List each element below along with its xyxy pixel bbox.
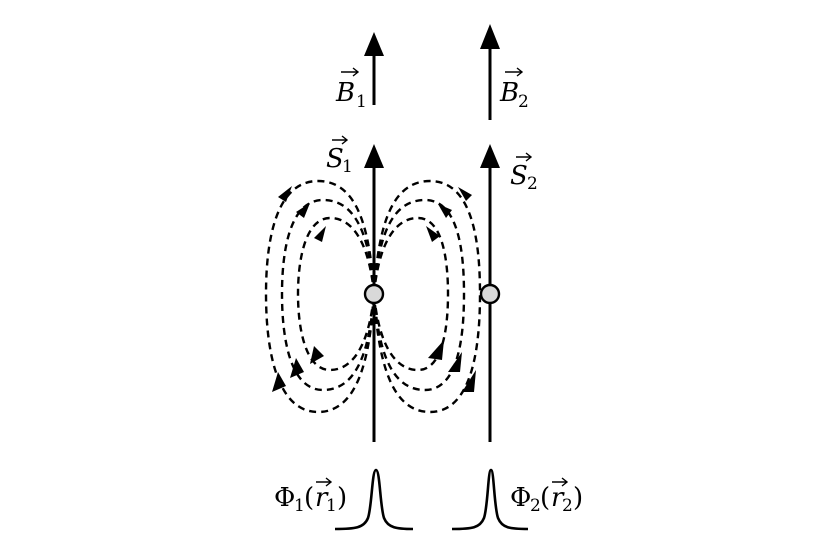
svg-text:r: r bbox=[551, 483, 565, 513]
field-loop-left-outer bbox=[264, 179, 376, 414]
field-arrow-left-bottom-middle bbox=[290, 358, 304, 378]
svg-text:B: B bbox=[335, 78, 355, 108]
field-loop-right-middle bbox=[372, 198, 466, 392]
field-loop-right-inner bbox=[372, 216, 450, 372]
field-arrow-left-top-inner bbox=[314, 226, 326, 242]
svg-text:2: 2 bbox=[562, 496, 573, 516]
field-arrow-left-bottom-inner bbox=[310, 346, 324, 364]
phi2-label: Φ 2 ( r 2 ) bbox=[510, 477, 583, 516]
svg-text:2: 2 bbox=[530, 496, 541, 516]
b1-label: B 1 bbox=[335, 67, 367, 112]
b2-field-arrow bbox=[480, 24, 500, 120]
field-loop-left-middle bbox=[280, 198, 376, 392]
field-arrow-left-top-outer bbox=[278, 186, 292, 202]
s2-label: S 2 bbox=[510, 152, 538, 194]
dipole-field-lines bbox=[264, 179, 482, 414]
field-arrow-left-top-middle bbox=[296, 203, 310, 218]
field-arrow-left-bottom-outer bbox=[272, 372, 286, 392]
s1-label: S 1 bbox=[326, 135, 353, 177]
svg-text:Φ: Φ bbox=[510, 483, 531, 513]
svg-text:S: S bbox=[326, 144, 344, 174]
spin2-particle bbox=[479, 283, 501, 305]
spin1-particle bbox=[363, 283, 385, 305]
field-arrow-right-bottom-outer bbox=[462, 370, 476, 392]
field-arrow-right-top-middle bbox=[438, 204, 452, 218]
svg-text:S: S bbox=[510, 161, 528, 191]
phi1-label: Φ 1 ( r 1 ) bbox=[274, 477, 347, 516]
svg-text:1: 1 bbox=[342, 157, 353, 177]
b1-field-arrow bbox=[364, 32, 384, 105]
svg-text:1: 1 bbox=[356, 92, 367, 112]
svg-text:1: 1 bbox=[326, 496, 337, 516]
svg-text:(: ( bbox=[304, 483, 314, 513]
svg-text:(: ( bbox=[540, 483, 550, 513]
svg-text:): ) bbox=[337, 483, 347, 513]
svg-text:r: r bbox=[315, 483, 329, 513]
b2-label: B 2 bbox=[499, 67, 529, 112]
svg-text:2: 2 bbox=[527, 174, 538, 194]
svg-text:Φ: Φ bbox=[274, 483, 295, 513]
field-arrow-right-top-inner bbox=[426, 226, 440, 242]
field-line-arrowheads bbox=[272, 186, 476, 392]
svg-text:): ) bbox=[573, 483, 583, 513]
svg-text:2: 2 bbox=[518, 92, 529, 112]
wavefunction2-peak bbox=[451, 468, 529, 531]
field-arrow-right-top-outer bbox=[458, 187, 472, 201]
field-arrow-right-bottom-inner bbox=[428, 340, 444, 360]
wavefunction1-peak bbox=[334, 468, 414, 531]
svg-text:1: 1 bbox=[294, 496, 305, 516]
svg-text:B: B bbox=[499, 78, 519, 108]
field-loop-left-inner bbox=[296, 216, 376, 372]
field-arrow-right-bottom-middle bbox=[448, 352, 462, 372]
field-loop-right-outer bbox=[372, 179, 482, 414]
